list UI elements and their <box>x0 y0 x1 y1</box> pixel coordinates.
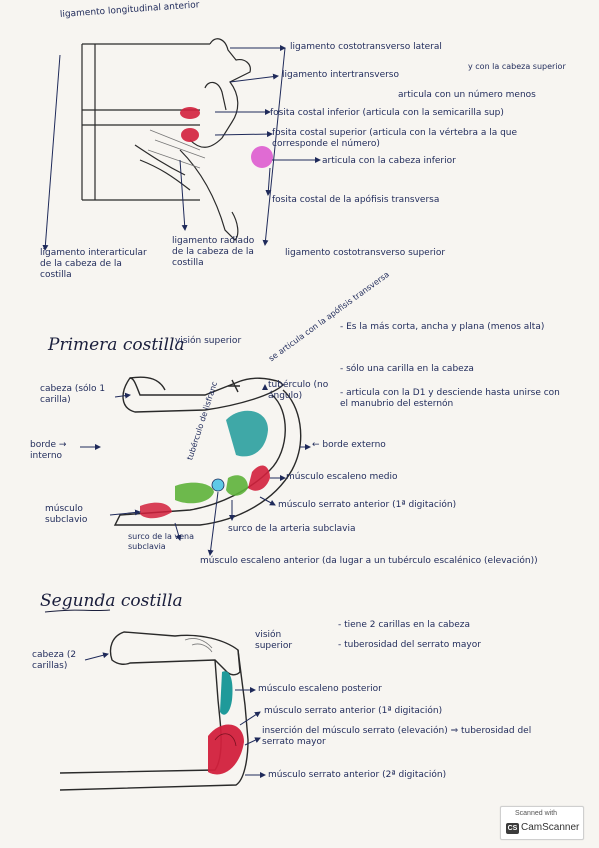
camscanner-badge: Scanned with CS CamScanner <box>500 806 584 840</box>
label-escaleno-anterior: músculo escaleno anterior (da lugar a un… <box>200 556 538 566</box>
bullet-mas-corta: - Es la más corta, ancha y plana (menos … <box>340 322 545 332</box>
label-cabeza-inferior: articula con la cabeza inferior <box>322 156 456 166</box>
bullet-dos-carillas: - tiene 2 carillas en la cabeza <box>338 620 471 630</box>
bullet-tuberosidad: - tuberosidad del serrato mayor <box>338 640 481 650</box>
bullet-una-carilla: - sólo una carilla en la cabeza <box>340 364 474 374</box>
label-cabeza-1: cabeza (sólo 1 carilla) <box>40 384 106 405</box>
label-cabeza-2: cabeza (2 carillas) <box>32 650 77 671</box>
label-costotransverso-superior: ligamento costotransverso superior <box>285 248 446 258</box>
label-borde-interno: borde → interno <box>30 440 67 461</box>
badge-camscanner: CamScanner <box>521 822 580 833</box>
title-segunda-costilla: Segunda costilla <box>40 591 183 611</box>
label-fosita-inferior: fosita costal inferior (articula con la … <box>270 108 504 118</box>
label-surco-vena: surco de la vena subclavia <box>128 532 195 551</box>
title-primera-costilla: Primera costilla <box>48 335 185 355</box>
vertebra-diagram <box>81 38 251 241</box>
label-fosita-superior: fosita costal superior (articula con la … <box>272 128 518 149</box>
label-cabeza-superior: y con la cabeza superior <box>468 62 566 71</box>
label-articula-numero: articula con un número menos <box>398 90 536 100</box>
bullet-articula-d1: - articula con la D1 y desciende hasta u… <box>340 388 560 409</box>
label-escaleno-medio: músculo escaleno medio <box>286 472 398 482</box>
label-fosita-apofisis: fosita costal de la apófisis transversa <box>272 195 440 205</box>
label-ligamento-radiado: ligamento radiado de la cabeza de la cos… <box>172 236 255 268</box>
label-serrato-anterior-1: músculo serrato anterior (1ª digitación) <box>278 500 457 510</box>
label-borde-externo: ← borde externo <box>312 440 386 450</box>
first-rib-diagram <box>113 376 302 526</box>
label-intertransverso: ligamento intertransverso <box>282 70 399 80</box>
label-vision-superior-1: visión superior <box>175 336 242 346</box>
label-serrato-2-digitacion: músculo serrato anterior (2ª digitación) <box>268 770 447 780</box>
label-subclavio: músculo subclavio <box>45 504 88 525</box>
label-escaleno-posterior: músculo escaleno posterior <box>258 684 382 694</box>
label-ligamento-interarticular: ligamento interarticular de la cabeza de… <box>40 248 147 280</box>
camscanner-logo-icon: CS <box>506 823 519 834</box>
label-insercion-serrato: inserción del músculo serrato (elevación… <box>262 726 532 747</box>
badge-scanned-with: Scanned with <box>515 810 558 817</box>
label-serrato-1-digitacion: músculo serrato anterior (1ª digitación) <box>264 706 443 716</box>
label-tuberculo: tubérculo (no ángulo) <box>268 380 329 401</box>
label-vision-superior-2: visión superior <box>255 630 293 651</box>
label-costotransverso-lateral: ligamento costotransverso lateral <box>290 42 442 52</box>
label-surco-arteria: surco de la arteria subclavia <box>228 524 356 534</box>
